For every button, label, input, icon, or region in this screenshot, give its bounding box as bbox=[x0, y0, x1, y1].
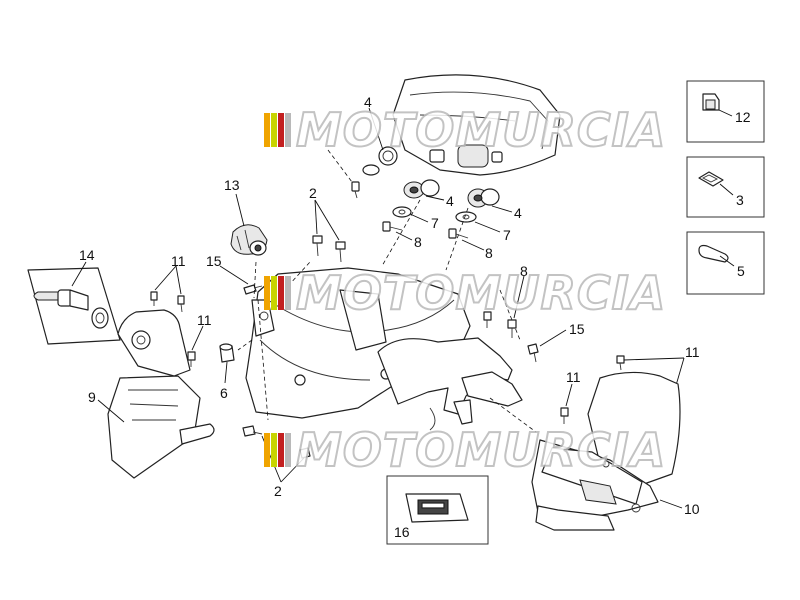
callout-15-right: 15 bbox=[569, 321, 585, 337]
callout-9: 9 bbox=[88, 389, 96, 405]
grommet-a bbox=[403, 179, 440, 199]
washer-b bbox=[455, 211, 477, 223]
callout-8-a: 8 bbox=[414, 234, 422, 250]
callout-2-bottom: 2 bbox=[274, 483, 282, 499]
screw-15-right bbox=[527, 343, 539, 363]
callout-10: 10 bbox=[684, 501, 700, 517]
svg-text:MOTOMURCIA: MOTOMURCIA bbox=[296, 103, 666, 157]
lock-cover-13 bbox=[230, 224, 268, 256]
bracket-9 bbox=[107, 309, 215, 479]
watermark-top: MOTOMURCIA bbox=[264, 102, 666, 158]
callout-11-right-pair: 11 bbox=[685, 344, 700, 360]
screw-8-b bbox=[448, 228, 469, 239]
callout-7-a: 7 bbox=[431, 215, 439, 231]
inset-part-3: 3 bbox=[686, 156, 765, 218]
callout-6: 6 bbox=[220, 385, 228, 401]
spring-clip-icon bbox=[698, 171, 724, 187]
usb-socket-icon bbox=[405, 493, 469, 523]
washer-a bbox=[392, 206, 412, 218]
screw-8-a bbox=[382, 221, 403, 232]
callout-11-right-single: 11 bbox=[566, 369, 581, 385]
inset-part-12: 12 bbox=[686, 80, 765, 143]
callout-14: 14 bbox=[79, 247, 95, 263]
svg-text:MOTOMURCIA: MOTOMURCIA bbox=[296, 423, 666, 477]
callout-11-left-single: 11 bbox=[197, 312, 212, 328]
screw-8-mid bbox=[483, 311, 517, 338]
svg-text:MOTOMURCIA: MOTOMURCIA bbox=[296, 266, 666, 320]
watermark-bottom: MOTOMURCIA bbox=[264, 422, 666, 478]
instrument-cluster bbox=[378, 74, 561, 176]
callout-13: 13 bbox=[224, 177, 240, 193]
watermark-middle: MOTOMURCIA bbox=[264, 265, 666, 321]
callout-3: 3 bbox=[736, 192, 744, 208]
glove-box-10 bbox=[531, 371, 681, 531]
clip-nut-icon bbox=[702, 93, 720, 111]
callout-8-mid: 8 bbox=[520, 263, 528, 279]
screw-2-pair bbox=[312, 235, 346, 263]
ignition-switch-14 bbox=[27, 267, 121, 345]
screw-11-left-pair bbox=[150, 291, 185, 313]
callout-4-top: 4 bbox=[364, 94, 372, 110]
inset-part-16: 16 bbox=[386, 475, 489, 545]
screw-11-left-single bbox=[187, 351, 196, 367]
screw-2-bottom bbox=[242, 425, 311, 459]
callout-12: 12 bbox=[735, 109, 751, 125]
callout-5: 5 bbox=[737, 263, 745, 279]
callout-4-mid-a: 4 bbox=[446, 193, 454, 209]
callout-7-b: 7 bbox=[503, 227, 511, 243]
inset-part-5: 5 bbox=[686, 231, 765, 295]
rubber-plug-icon bbox=[698, 244, 729, 263]
assembly-guides bbox=[237, 199, 537, 433]
handlebar-rear-cover bbox=[245, 267, 523, 431]
spacer-6 bbox=[219, 343, 235, 363]
screw-11-right-single bbox=[560, 407, 569, 424]
callout-4-mid-b: 4 bbox=[514, 205, 522, 221]
grommet-b bbox=[467, 188, 500, 208]
callout-2-top: 2 bbox=[309, 185, 317, 201]
callout-15-left: 15 bbox=[206, 253, 222, 269]
callout-16: 16 bbox=[394, 524, 410, 540]
screw-cluster-left bbox=[327, 149, 380, 199]
callout-11-left-pair: 11 bbox=[171, 253, 186, 269]
screw-15-left bbox=[243, 284, 263, 295]
callout-8-b: 8 bbox=[485, 245, 493, 261]
